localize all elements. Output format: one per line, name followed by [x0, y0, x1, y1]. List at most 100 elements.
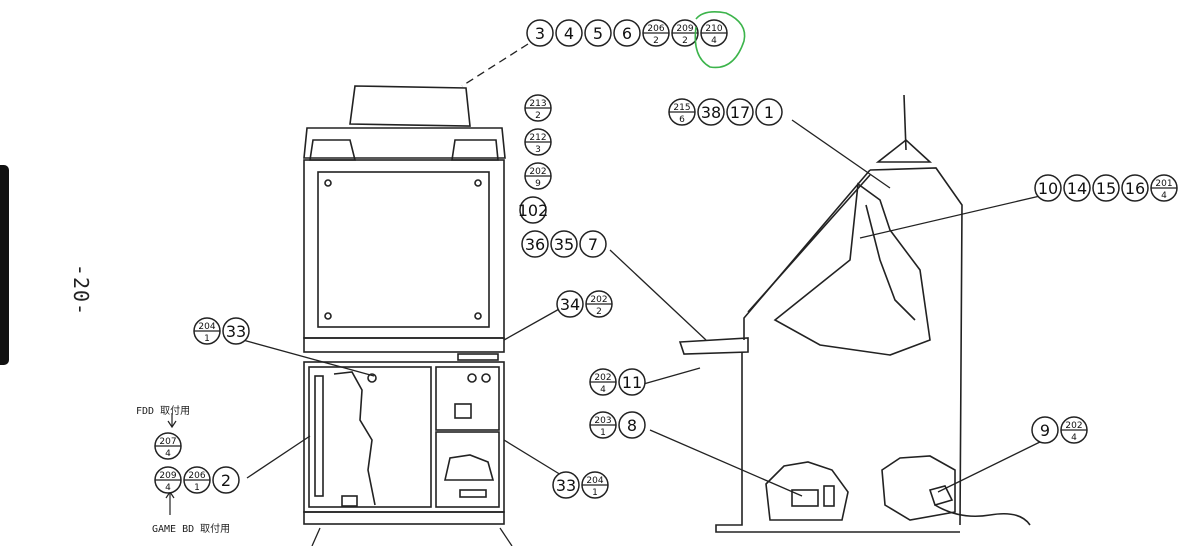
- part-callout: 14: [1063, 174, 1091, 202]
- callout-number: 2: [221, 471, 231, 490]
- part-callout: 33: [222, 317, 250, 345]
- callout-numerator: 202: [590, 295, 607, 305]
- part-callout: 9: [1031, 416, 1059, 444]
- callout-number: 102: [518, 201, 549, 220]
- callout-number: 1: [764, 103, 774, 122]
- callout-number: 4: [564, 24, 574, 43]
- part-callout: 38: [697, 98, 725, 126]
- part-callout: 8: [618, 411, 646, 439]
- callout-denominator: 4: [1161, 191, 1167, 201]
- callout-number: 7: [588, 235, 598, 254]
- fdd-mount-note: FDD 取付用: [136, 406, 191, 417]
- callout-numerator: 213: [529, 99, 546, 109]
- callout-numerator: 209: [676, 24, 693, 34]
- callout-denominator: 2: [535, 111, 541, 121]
- note-arrows: [165, 413, 177, 515]
- part-callout: 15: [1092, 174, 1120, 202]
- part-callout: 1: [755, 98, 783, 126]
- callout-denominator: 2: [596, 307, 602, 317]
- callout-number: 11: [622, 373, 642, 392]
- callout-numerator: 201: [1155, 179, 1172, 189]
- callout-denominator: 4: [1071, 433, 1077, 443]
- callout-denominator: 2: [653, 36, 659, 46]
- part-callout: 10: [1034, 174, 1062, 202]
- callout-number: 6: [622, 24, 632, 43]
- callout-denominator: 4: [600, 385, 606, 395]
- callout-numerator: 202: [1065, 421, 1082, 431]
- callout-numerator: 206: [647, 24, 664, 34]
- part-callout: 33: [552, 471, 580, 499]
- callout-number: 38: [701, 103, 721, 122]
- callout-denominator: 1: [600, 428, 606, 438]
- callout-denominator: 4: [165, 449, 171, 459]
- part-callout: 34: [556, 290, 584, 318]
- part-callout: 5: [584, 19, 612, 47]
- callout-numerator: 204: [198, 322, 215, 332]
- callout-numerator: 210: [705, 24, 722, 34]
- callout-number: 3: [535, 24, 545, 43]
- scroll-handle[interactable]: [0, 165, 9, 365]
- callout-number: 34: [560, 295, 580, 314]
- part-callout: 36: [521, 230, 549, 258]
- part-callout: 4: [555, 19, 583, 47]
- part-callout: 6: [613, 19, 641, 47]
- callout-numerator: 202: [594, 373, 611, 383]
- callout-denominator: 1: [592, 488, 598, 498]
- callout-denominator: 4: [711, 36, 717, 46]
- part-callout: 11: [618, 368, 646, 396]
- callout-number: 36: [525, 235, 545, 254]
- cabinet-front-view: [303, 85, 506, 525]
- game-board-mount-note: GAME BD 取付用: [152, 524, 231, 535]
- callout-denominator: 2: [682, 36, 688, 46]
- callout-numerator: 202: [529, 167, 546, 177]
- callout-denominator: 1: [194, 483, 200, 493]
- callout-numerator: 206: [188, 471, 205, 481]
- callout-denominator: 9: [535, 179, 541, 189]
- highlight-circle: [694, 11, 746, 69]
- cabinet-side-view: [678, 94, 1031, 533]
- callout-number: 10: [1038, 179, 1058, 198]
- callout-number: 15: [1096, 179, 1116, 198]
- leader-lines: [242, 43, 1045, 546]
- callout-number: 14: [1067, 179, 1087, 198]
- part-callout: 102: [518, 196, 549, 224]
- part-callout: 3: [526, 19, 554, 47]
- callout-number: 16: [1125, 179, 1145, 198]
- callout-numerator: 209: [159, 471, 176, 481]
- callout-denominator: 1: [204, 334, 210, 344]
- part-callout: 2: [212, 466, 240, 494]
- callout-number: 8: [627, 416, 637, 435]
- callout-numerator: 212: [529, 133, 546, 143]
- callout-numerator: 215: [673, 103, 690, 113]
- part-callout: 7: [579, 230, 607, 258]
- part-callout: 16: [1121, 174, 1149, 202]
- callout-number: 17: [730, 103, 750, 122]
- callout-number: 35: [554, 235, 574, 254]
- callout-number: 33: [556, 476, 576, 495]
- callout-denominator: 4: [165, 483, 171, 493]
- callout-number: 33: [226, 322, 246, 341]
- callout-number: 9: [1040, 421, 1050, 440]
- callout-number: 5: [593, 24, 603, 43]
- callout-denominator: 3: [535, 145, 541, 155]
- callout-numerator: 203: [594, 416, 611, 426]
